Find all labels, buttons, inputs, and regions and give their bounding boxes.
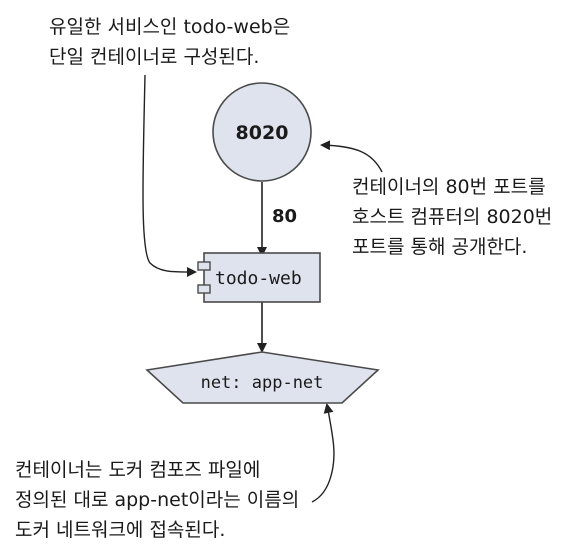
- network-shape: [145, 351, 380, 404]
- connector-top-left: [142, 74, 197, 278]
- port-node: [212, 82, 312, 182]
- edge-port-label: 80: [272, 206, 297, 227]
- annotation-line: 컨테이너의 80번 포트를: [352, 176, 546, 198]
- annotation-right: 컨테이너의 80번 포트를 호스트 컴퓨터의 8020번 포트를 통해 공개한다…: [352, 172, 552, 262]
- annotation-line: 호스트 컴퓨터의 8020번: [352, 206, 553, 228]
- annotation-line: 컨테이너는 도커 컴포즈 파일에: [15, 459, 261, 481]
- annotation-line: 도커 네트워크에 접속된다.: [15, 519, 226, 541]
- annotation-bottom-left: 컨테이너는 도커 컴포즈 파일에 정의된 대로 app-net이라는 이름의 도…: [15, 455, 299, 545]
- component-tab-icon: [197, 261, 211, 271]
- service-label: todo-web: [215, 268, 302, 289]
- annotation-line: 단일 컨테이너로 구성된다.: [49, 46, 260, 68]
- annotation-line: 정의된 대로 app-net이라는 이름의: [15, 489, 300, 511]
- connector-right: [320, 140, 383, 173]
- annotation-line: 포트를 통해 공개한다.: [352, 236, 528, 258]
- connector-bottom-left: [311, 403, 335, 503]
- network-label: net: app-net: [201, 373, 324, 393]
- port-node-label: 8020: [236, 122, 289, 144]
- annotation-top-left: 유일한 서비스인 todo-web은 단일 컨테이너로 구성된다.: [49, 12, 290, 72]
- component-tab-icon: [197, 284, 211, 294]
- annotation-line: 유일한 서비스인 todo-web은: [49, 16, 291, 38]
- service-box: [203, 252, 321, 303]
